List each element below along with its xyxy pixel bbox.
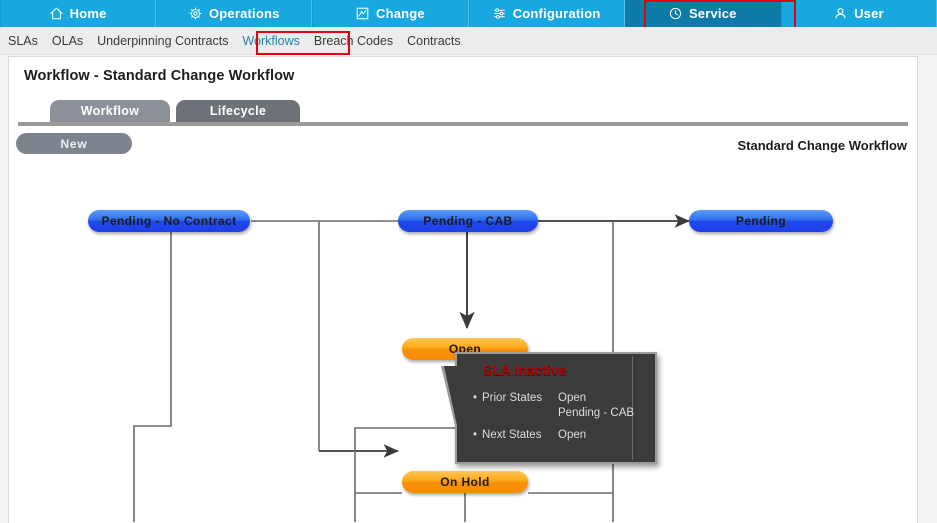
subnav-item-slas[interactable]: SLAs	[8, 33, 38, 48]
node-pending-no-contract[interactable]: Pending - No Contract	[88, 210, 250, 232]
tooltip-title: SLA Inactive	[483, 362, 567, 378]
page-title: Workflow - Standard Change Workflow	[24, 68, 295, 84]
subnav-item-workflows[interactable]: Workflows	[242, 33, 300, 48]
node-pending-cab[interactable]: Pending - CAB	[398, 210, 538, 232]
workflow-connectors	[133, 214, 690, 522]
nav-item-label: User	[854, 6, 884, 21]
home-icon	[49, 7, 63, 20]
subnav-item-contracts[interactable]: Contracts	[407, 33, 461, 48]
tooltip-value: Open	[558, 392, 587, 404]
workflow-name-label: Standard Change Workflow	[737, 138, 908, 153]
nav-item-label: Service	[688, 6, 737, 21]
subnav-item-underpinning-contracts[interactable]: Underpinning Contracts	[97, 33, 229, 48]
node-on-hold[interactable]: On Hold	[402, 471, 528, 493]
nav-item-label: Operations	[208, 6, 280, 21]
tooltip-row-next-states: • Next States Open	[473, 428, 655, 443]
tooltip-row-values: Open Pending - CAB	[558, 391, 655, 421]
tooltip-rows: • Prior States Open Pending - CAB • Next…	[473, 391, 655, 447]
page-right-gutter	[918, 56, 937, 523]
nav-item-label: Change	[375, 6, 425, 21]
tab-workflow[interactable]: Workflow	[50, 100, 170, 122]
tab-lifecycle[interactable]: Lifecycle	[176, 100, 300, 122]
tooltip-row-prior-states: • Prior States Open Pending - CAB	[473, 391, 655, 421]
person-icon	[834, 7, 847, 20]
tooltip-row-values: Open	[558, 428, 655, 443]
gear-globe-icon	[189, 7, 202, 20]
state-tooltip: SLA Inactive • Prior States Open Pending…	[441, 352, 657, 464]
sliders-icon	[493, 7, 506, 20]
nav-item-change[interactable]: Change	[312, 0, 469, 27]
nav-item-label: Configuration	[512, 6, 601, 21]
bullet-icon: •	[473, 392, 478, 404]
secondary-navigation-bar: SLAs OLAs Underpinning Contracts Workflo…	[0, 27, 937, 55]
tooltip-pointer	[444, 366, 458, 430]
nav-item-label: Home	[69, 6, 107, 21]
subnav-item-breach-codes[interactable]: Breach Codes	[313, 33, 394, 48]
tooltip-row-label: Prior States	[482, 392, 543, 404]
panel-right-edge	[917, 56, 918, 523]
chart-square-icon	[356, 7, 369, 20]
bullet-icon: •	[473, 429, 478, 441]
primary-navigation-bar: Home Operations Change	[0, 0, 937, 27]
clock-icon	[669, 7, 682, 20]
nav-item-service[interactable]: Service	[624, 0, 781, 27]
subnav-item-olas[interactable]: OLAs	[51, 33, 84, 48]
tab-strip: Workflow Lifecycle	[18, 100, 908, 124]
nav-item-operations[interactable]: Operations	[156, 0, 313, 27]
tooltip-value: Open	[558, 429, 587, 441]
tooltip-value: Pending - CAB	[558, 407, 635, 419]
node-pending[interactable]: Pending	[689, 210, 833, 232]
nav-item-configuration[interactable]: Configuration	[468, 0, 625, 27]
nav-item-user[interactable]: User	[780, 0, 937, 27]
tooltip-divider	[632, 356, 633, 460]
workflow-diagram-canvas: Pending - No Contract Pending - CAB Pend…	[10, 160, 916, 522]
new-button[interactable]: New	[16, 133, 132, 154]
tab-underline	[18, 122, 908, 126]
tooltip-row-label: Next States	[482, 429, 542, 441]
nav-item-home[interactable]: Home	[0, 0, 157, 27]
